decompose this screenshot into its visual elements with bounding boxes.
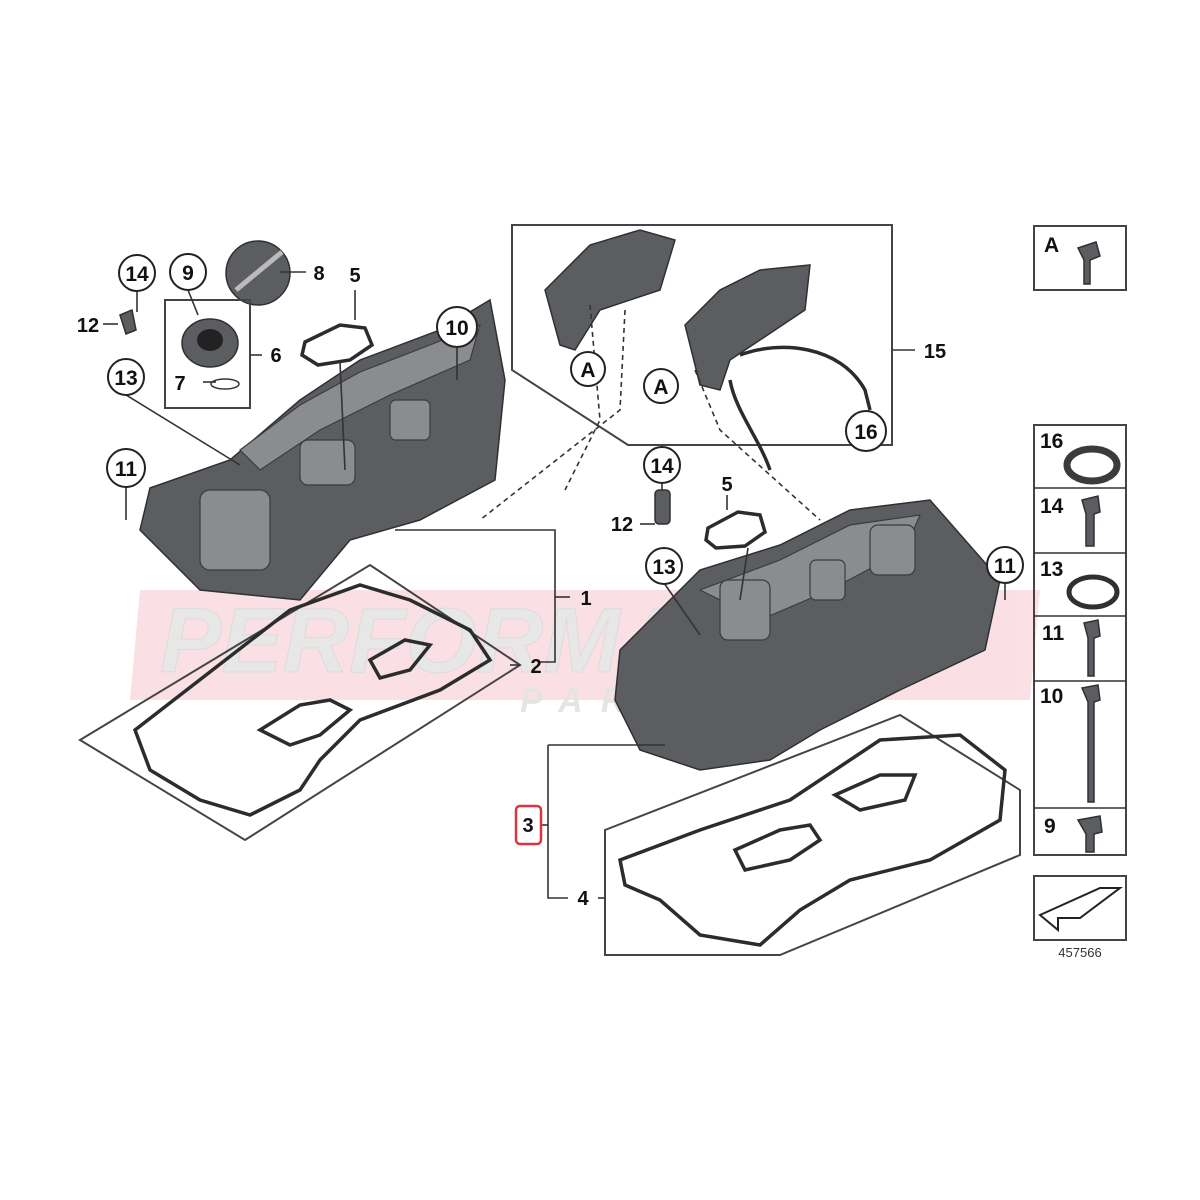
- svg-text:13: 13: [652, 556, 675, 579]
- callout-13-left: 13: [107, 358, 145, 396]
- oil-cap: [225, 240, 291, 306]
- svg-text:14: 14: [650, 455, 674, 478]
- svg-text:13: 13: [114, 367, 137, 390]
- svg-text:10: 10: [445, 317, 468, 340]
- callout-A-first: A: [570, 351, 606, 387]
- callout-14-right: 14: [643, 446, 681, 484]
- bolt-9-icon: [1076, 815, 1103, 853]
- svg-text:16: 16: [854, 421, 877, 444]
- legend-14: 14: [1040, 495, 1064, 518]
- callout-9: 9: [169, 253, 207, 291]
- filler-neck-box: [164, 299, 251, 409]
- callout-11-left: 11: [106, 448, 146, 488]
- svg-text:9: 9: [182, 262, 194, 285]
- right-gasket: [604, 713, 1021, 956]
- left-valve-cover: [139, 298, 506, 601]
- svg-text:11: 11: [115, 458, 138, 481]
- callout-14-left: 14: [118, 254, 156, 292]
- legend-11: 11: [1042, 622, 1065, 645]
- legend-13: 13: [1040, 558, 1063, 581]
- callout-8: 8: [313, 263, 324, 285]
- callout-4: 4: [577, 888, 589, 910]
- callout-5-left: 5: [349, 265, 360, 287]
- legend-16: 16: [1040, 430, 1063, 453]
- callout-16: 16: [845, 410, 887, 452]
- callout-A-second: A: [643, 368, 679, 404]
- svg-text:A: A: [653, 376, 668, 399]
- svg-text:3: 3: [522, 815, 533, 837]
- right-valve-cover: [614, 499, 1001, 771]
- callout-11-right: 11: [986, 546, 1024, 584]
- svg-text:A: A: [580, 359, 595, 382]
- sensor-12-left: [119, 308, 137, 335]
- sensor-12-right: [654, 489, 671, 525]
- callout-13-right: 13: [645, 547, 683, 585]
- gasket-5-right: [704, 510, 768, 550]
- callout-3-highlighted[interactable]: 3: [514, 804, 543, 846]
- callout-6: 6: [270, 345, 281, 367]
- ring-13-icon: [1066, 574, 1120, 610]
- bolt-10-icon: [1080, 684, 1101, 803]
- bolt-11-icon: [1083, 619, 1101, 677]
- bolt-A-icon: [1076, 241, 1101, 285]
- gasket-5-left: [300, 323, 375, 367]
- legend-10: 10: [1040, 685, 1063, 708]
- callout-15: 15: [924, 341, 946, 363]
- callout-10: 10: [436, 306, 478, 348]
- seal-16-icon: [1063, 445, 1121, 485]
- callout-7: 7: [174, 373, 185, 395]
- callout-12-left: 12: [77, 315, 99, 337]
- callout-12-right: 12: [611, 514, 633, 536]
- direction-arrow-icon: [1038, 887, 1123, 933]
- separator-inset: [479, 224, 893, 521]
- diagram-number: 457566: [1058, 945, 1101, 960]
- callout-5-right: 5: [721, 474, 732, 496]
- legend-A: A: [1044, 234, 1059, 257]
- legend-9: 9: [1044, 815, 1056, 838]
- bolt-14-icon: [1081, 495, 1101, 547]
- callout-1: 1: [580, 588, 591, 610]
- svg-text:11: 11: [994, 555, 1017, 578]
- svg-text:14: 14: [125, 263, 149, 286]
- legend-panel: A 16 14 13 11 10 9 457566: [1033, 225, 1127, 960]
- callout-2: 2: [530, 656, 541, 678]
